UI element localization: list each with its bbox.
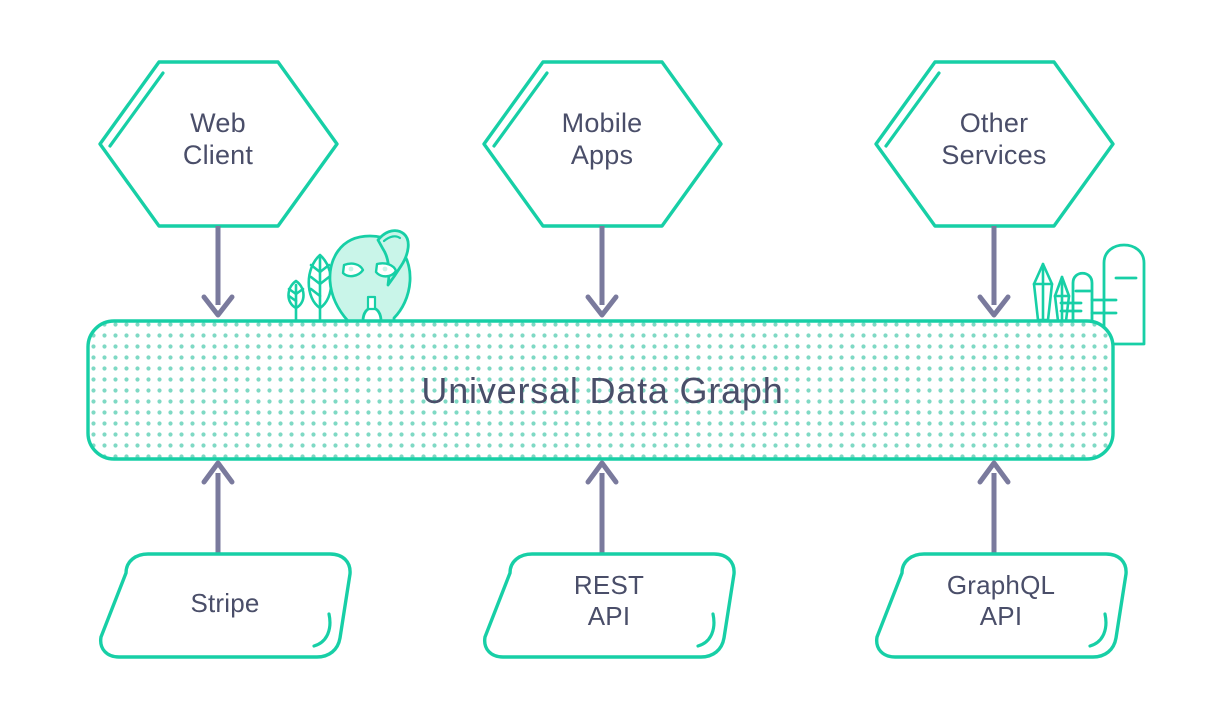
hexagon-outline-other-services [874,60,1115,228]
connector-mobile-apps-to-hub [585,226,619,318]
connector-rest-api-to-hub [585,460,619,556]
connector-other-services-to-hub [977,226,1011,318]
hub-bar-dot-pattern [88,321,1113,459]
source-box-outline-stripe [99,552,352,659]
node-universal-data-graph[interactable] [86,319,1115,461]
source-box-outline-rest-api [483,552,736,659]
hexagon-accent-line-mobile-apps [492,71,549,148]
hub-bar-outline [86,319,1115,461]
connector-stripe-to-hub [201,460,235,556]
cactus-illustration [1059,243,1146,346]
arrowhead-down-mobile-apps [585,294,619,318]
node-web-client[interactable] [98,60,339,228]
hexagon-outline-mobile-apps [482,60,723,228]
node-mobile-apps[interactable] [482,60,723,228]
crystal-illustration [1032,262,1071,323]
tree-illustration [287,253,333,323]
node-other-services[interactable] [874,60,1115,228]
source-box-accent-rest-api [696,612,716,648]
node-graphql-api[interactable] [875,552,1128,659]
arrowhead-up-stripe [201,460,235,485]
source-box-outline-graphql-api [875,552,1128,659]
connector-graphql-api-to-hub [977,460,1011,556]
source-box-accent-stripe [312,612,332,648]
hexagon-accent-line-other-services [884,71,941,148]
connector-web-client-to-hub [201,226,235,318]
node-stripe[interactable] [99,552,352,659]
alien-mascot-illustration [328,229,412,323]
arrowhead-up-rest-api [585,460,619,485]
hub-title: Universal Data Graph [421,370,784,411]
node-rest-api[interactable] [483,552,736,659]
arrowhead-up-graphql-api [977,460,1011,485]
arrowhead-down-web-client [201,294,235,318]
source-box-accent-graphql-api [1088,612,1108,648]
hexagon-outline-web-client [98,60,339,228]
arrowhead-down-other-services [977,294,1011,318]
hexagon-accent-line-web-client [108,71,165,148]
